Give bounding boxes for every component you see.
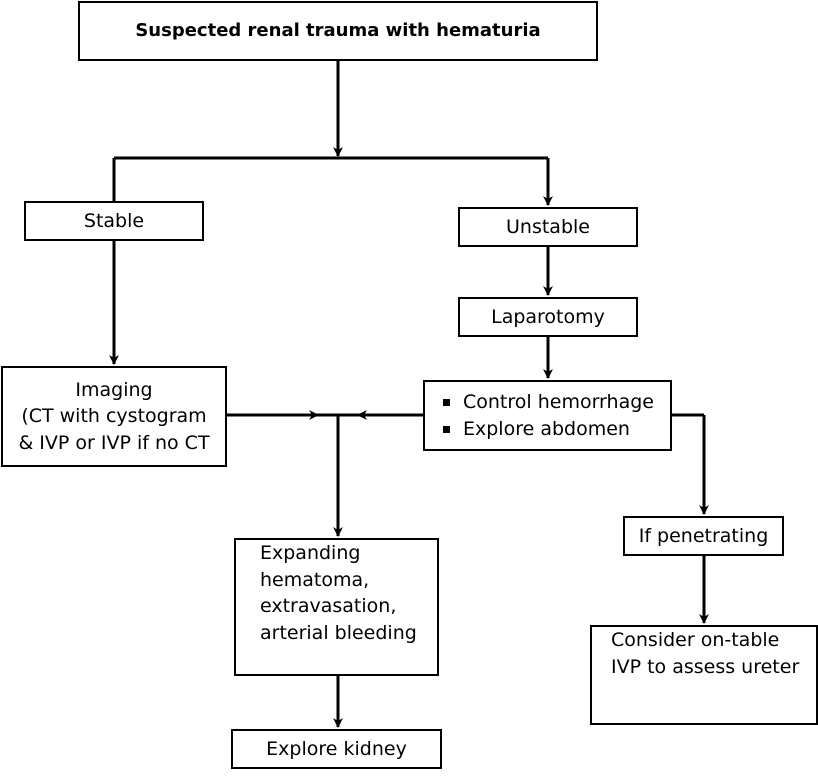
node-imaging-line-2: (CT with cystogram [21, 405, 207, 428]
bullet-control-hemorrhage: Control hemorrhage [443, 389, 654, 416]
node-laparotomy: Laparotomy [458, 297, 638, 337]
node-unstable-label: Unstable [506, 215, 590, 238]
node-unstable: Unstable [458, 207, 638, 247]
node-imaging-line-3: & IVP or IVP if no CT [18, 431, 210, 454]
node-expanding-line-1: Expanding [260, 542, 361, 564]
node-consider-line-2: IVP to assess ureter [611, 655, 800, 678]
node-control-hemorrhage: Control hemorrhage Explore abdomen [423, 380, 672, 451]
node-stable-label: Stable [83, 209, 145, 232]
node-if-penetrating: If penetrating [623, 516, 784, 556]
node-imaging: Imaging (CT with cystogram & IVP or IVP … [1, 366, 227, 467]
node-suspected-renal-trauma-label: Suspected renal trauma with hematuria [135, 20, 541, 42]
node-explore-kidney: Explore kidney [231, 729, 442, 769]
node-expanding-line-4: arterial bleeding [260, 621, 417, 644]
node-stable: Stable [24, 201, 204, 241]
node-expanding-line-2: hematoma, [260, 568, 370, 591]
node-consider-line-1: Consider on-table [611, 629, 780, 651]
node-expanding-line-3: extravasation, [260, 595, 397, 618]
node-explore-kidney-label: Explore kidney [266, 737, 407, 760]
node-consider-ivp: Consider on-table IVP to assess ureter [590, 625, 818, 725]
node-if-penetrating-label: If penetrating [638, 524, 769, 547]
node-laparotomy-label: Laparotomy [491, 305, 605, 328]
control-bullet-list: Control hemorrhage Explore abdomen [425, 389, 654, 442]
node-imaging-line-1: Imaging [75, 378, 153, 401]
node-expanding-hematoma: Expanding hematoma, extravasation, arter… [234, 538, 439, 676]
bullet-explore-abdomen: Explore abdomen [443, 416, 654, 443]
node-suspected-renal-trauma: Suspected renal trauma with hematuria [78, 1, 598, 61]
